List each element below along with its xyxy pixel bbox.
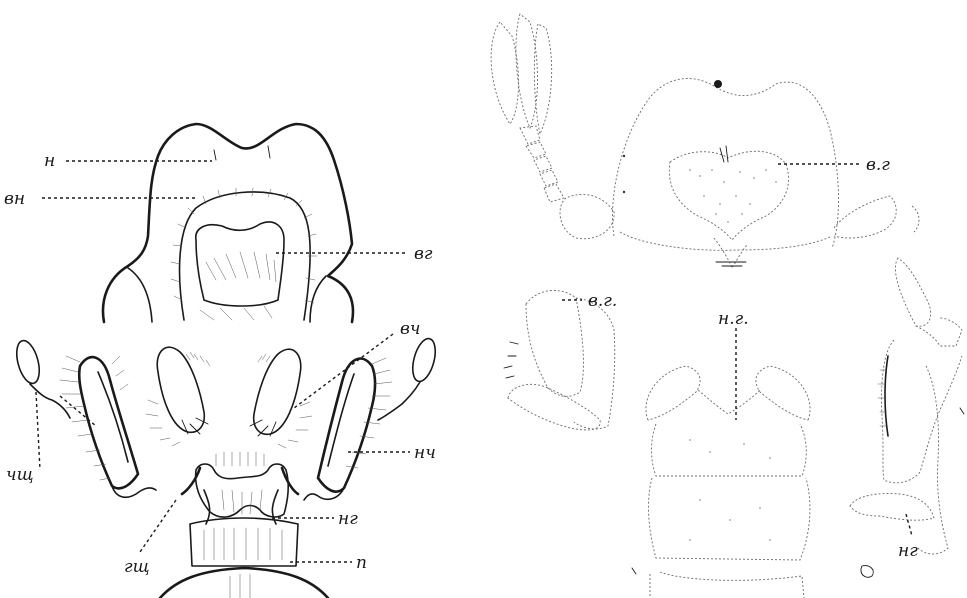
right-figure: в.г в.г. н.г. нг	[491, 14, 964, 598]
maxilla-centre-left	[146, 347, 210, 446]
maxillary-palp-right	[409, 336, 440, 384]
label-nch: нч	[414, 443, 436, 463]
inner-rim-hatching	[171, 188, 317, 303]
label-p: п	[356, 553, 367, 573]
inner-rim	[180, 192, 311, 320]
head-inner-left	[128, 268, 152, 322]
label-vg-top: в.г	[866, 155, 890, 175]
maxilla-left	[13, 338, 156, 497]
maxilla-right-lobe	[318, 359, 375, 492]
labrum-tip	[714, 238, 748, 268]
label-gsch: гщ	[124, 557, 150, 577]
label-ng: нг	[338, 509, 358, 529]
labium	[160, 452, 328, 598]
label-vg-mid: в.г.	[588, 291, 617, 311]
maxillary-palp-left	[13, 338, 44, 386]
maxilla-centre-right	[250, 349, 312, 448]
ocellus	[714, 80, 722, 88]
head-inner-right	[310, 276, 326, 322]
maxilla-left-lobe	[79, 357, 138, 488]
label-vn: вн	[4, 189, 25, 209]
maxilla-right-side	[850, 258, 962, 554]
submentum	[160, 568, 328, 598]
upper-lip-plate	[669, 151, 788, 240]
label-vg: вг	[414, 244, 433, 264]
label-vch: вч	[400, 319, 420, 339]
label-ng-bottom: нг	[898, 541, 918, 561]
left-figure: н вн вг вч чщ нч гщ нг п	[4, 124, 439, 598]
label-n: н	[44, 151, 55, 171]
maxilla-right	[304, 336, 439, 500]
labium-right	[646, 366, 810, 598]
label-ng-mid: н.г.	[718, 309, 749, 329]
maxilla-lateral	[504, 290, 615, 429]
epipharynx	[196, 222, 284, 306]
epipharynx-hatching	[200, 252, 276, 320]
scale-mark	[861, 566, 873, 578]
label-chsch: чщ	[6, 465, 34, 485]
antenna	[491, 14, 614, 239]
head-plate	[612, 78, 838, 248]
